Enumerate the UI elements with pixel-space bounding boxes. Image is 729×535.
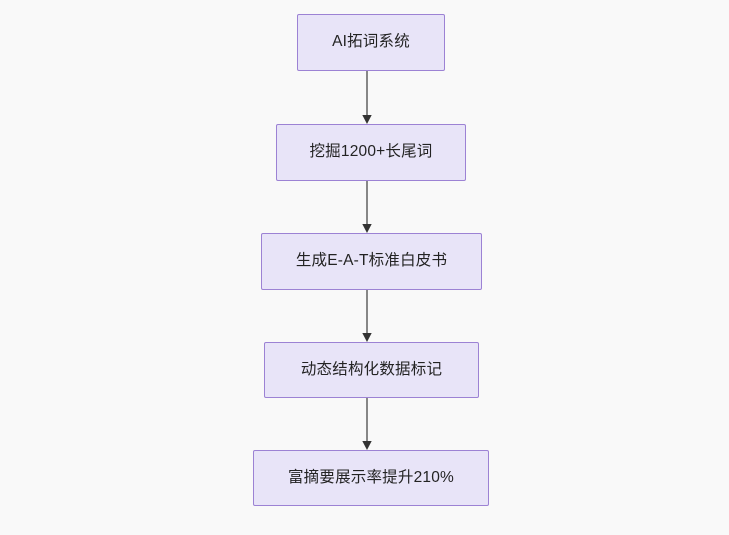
flow-node-mine-longtail-keywords[interactable]: 挖掘1200+长尾词 xyxy=(276,124,466,181)
flow-node-label: AI拓词系统 xyxy=(332,33,410,51)
flow-connector-arrow-4 xyxy=(361,398,373,450)
arrow-down-icon xyxy=(362,71,372,124)
flow-node-label: 生成E-A-T标准白皮书 xyxy=(295,252,448,270)
flow-connector-arrow-3 xyxy=(361,290,373,342)
flow-node-label: 动态结构化数据标记 xyxy=(300,360,443,378)
flow-node-label: 挖掘1200+长尾词 xyxy=(309,143,433,161)
flow-connector-arrow-2 xyxy=(361,181,373,233)
flow-connector-arrow-1 xyxy=(361,71,373,124)
flow-node-label: 富摘要展示率提升210% xyxy=(287,468,455,486)
arrow-down-icon xyxy=(362,290,372,342)
flow-node-dynamic-structured-data-markup[interactable]: 动态结构化数据标记 xyxy=(264,342,479,398)
flow-node-generate-eat-whitepaper[interactable]: 生成E-A-T标准白皮书 xyxy=(261,233,482,290)
arrow-down-icon xyxy=(362,398,372,450)
flow-node-rich-snippet-impression-lift[interactable]: 富摘要展示率提升210% xyxy=(253,450,489,506)
arrow-down-icon xyxy=(362,181,372,233)
flow-node-ai-keyword-system[interactable]: AI拓词系统 xyxy=(297,14,445,71)
